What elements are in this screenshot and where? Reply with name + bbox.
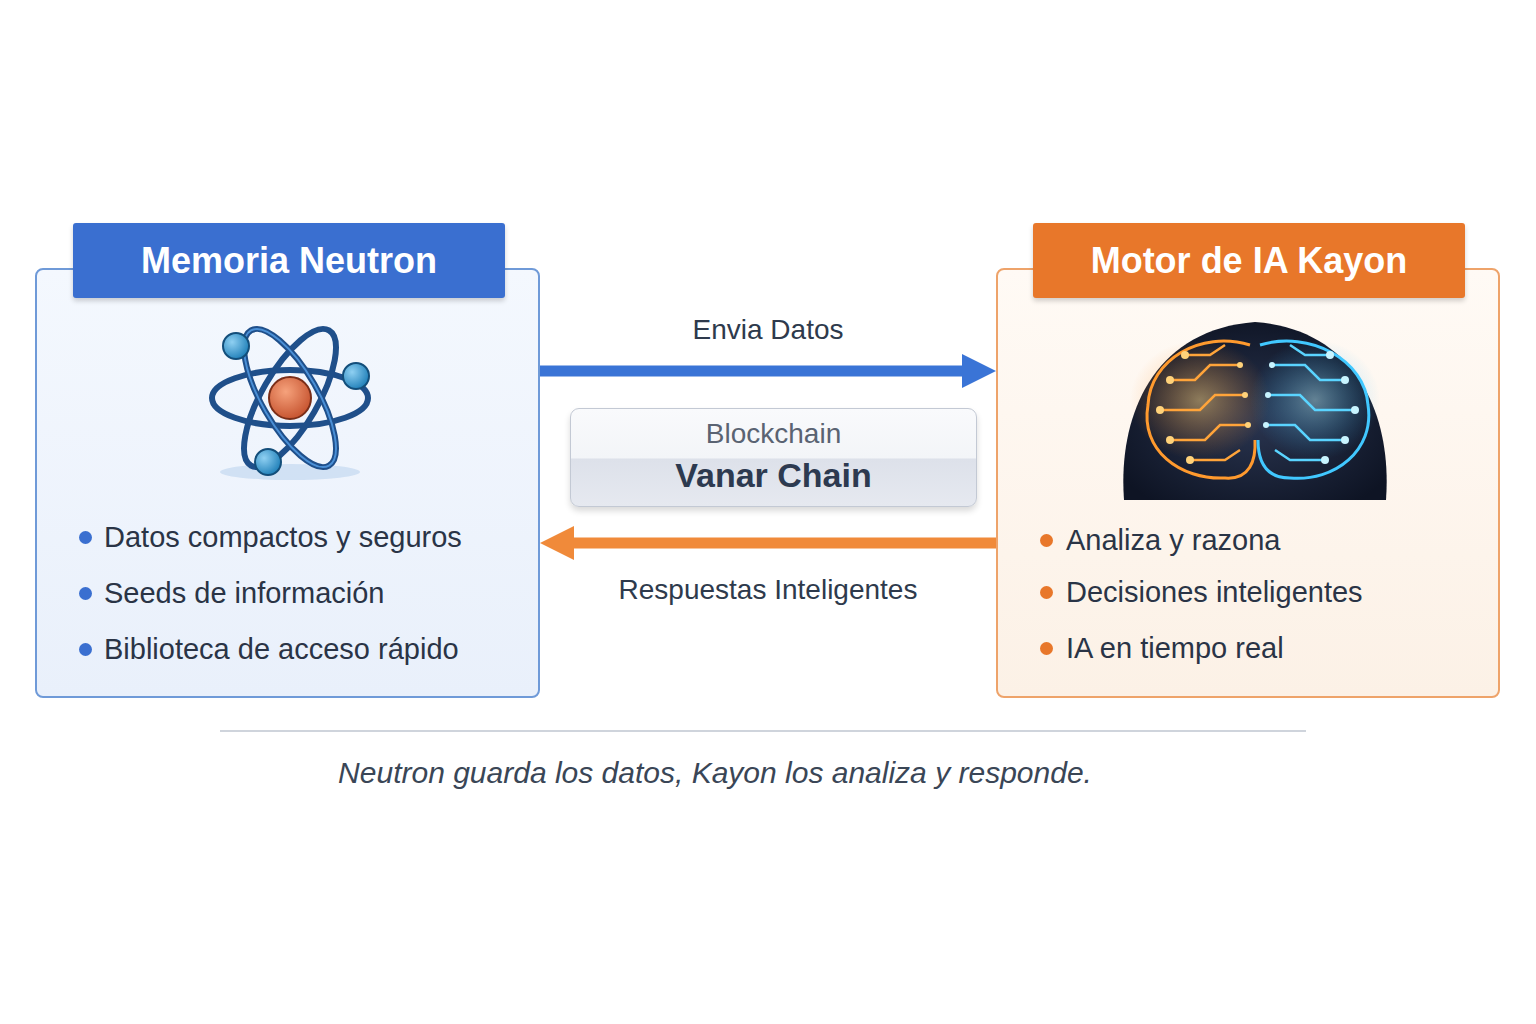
panel-fill (997, 269, 1499, 697)
flow-arrow (540, 526, 996, 560)
bullet-text: Biblioteca de acceso rápido (104, 632, 459, 667)
bullet-dot (1040, 534, 1053, 547)
caption-text: Neutron guarda los datos, Kayon los anal… (332, 756, 1098, 790)
bullet-dot (79, 531, 92, 544)
bullet-dot (79, 643, 92, 656)
chain-box: BlockchainVanar Chain (570, 408, 977, 507)
header-tab: Motor de IA Kayon (1033, 223, 1465, 298)
atom-icon (212, 316, 369, 480)
arrow-label: Envia Datos (689, 314, 848, 346)
bullet-text: IA en tiempo real (1066, 631, 1284, 666)
arrow-shaft (572, 538, 996, 549)
chain-kind: Blockchain (571, 415, 976, 453)
bullet-dot (79, 587, 92, 600)
header-tab: Memoria Neutron (73, 223, 505, 298)
bullet-dot (1040, 586, 1053, 599)
arrow-label: Respuestas Inteligentes (615, 574, 922, 606)
flow-arrow (540, 354, 996, 388)
header-text: Motor de IA Kayon (1091, 240, 1408, 282)
bullet-dot (1040, 642, 1053, 655)
arrow-head (962, 354, 996, 388)
bullet-text: Analiza y razona (1066, 523, 1280, 558)
panel-box: Memoria NeutronDatos compactos y seguros… (35, 268, 540, 698)
chain-name: Vanar Chain (571, 453, 976, 497)
arrow-shaft (540, 366, 964, 377)
bullet-text: Seeds de información (104, 576, 385, 611)
header-text: Memoria Neutron (141, 240, 437, 282)
bullet-text: Decisiones inteligentes (1066, 575, 1363, 610)
bullet-text: Datos compactos y seguros (104, 520, 462, 555)
panel-box: Motor de IA KayonAnaliza y razonaDecisio… (996, 268, 1500, 698)
caption-rule (220, 730, 1306, 732)
panel-fill (36, 269, 539, 697)
brain-icon (1123, 322, 1386, 500)
arrow-head (540, 526, 574, 560)
chain-texts: BlockchainVanar Chain (571, 409, 976, 497)
